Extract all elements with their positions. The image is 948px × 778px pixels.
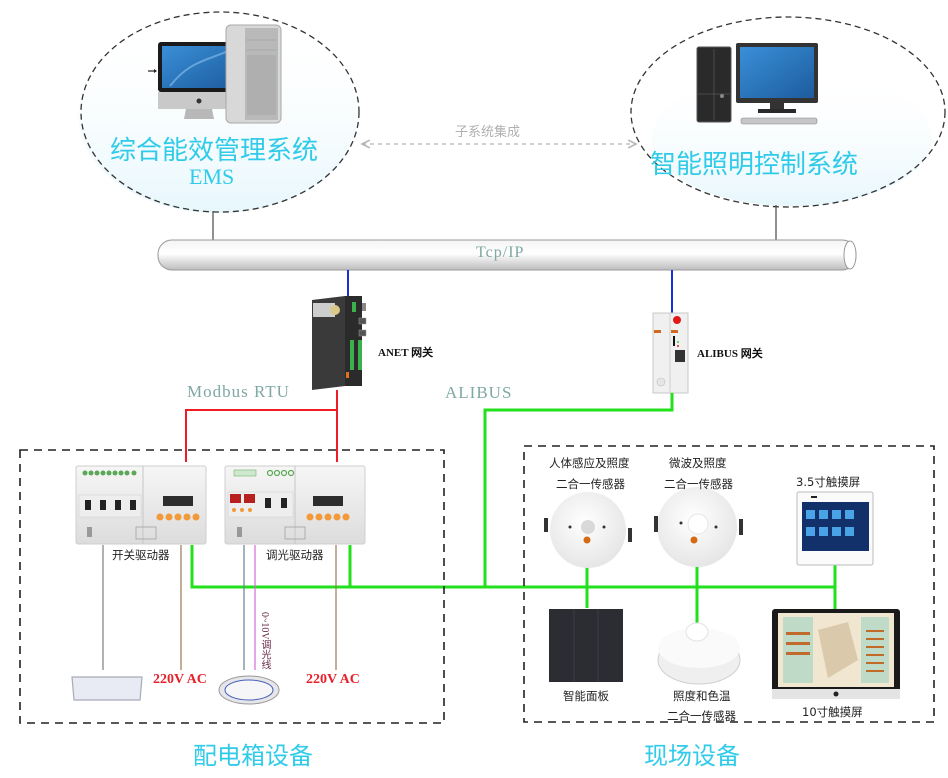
voltage-label-1: 220V AC	[153, 672, 207, 687]
alibus-bus-label: ALIBUS	[445, 383, 513, 402]
pir-sensor-device	[544, 492, 632, 568]
touchscreen-3-5-label: 3.5寸触摸屏	[796, 475, 861, 489]
field-devices-title: 现场设备	[644, 742, 740, 770]
alibus-gateway-label: ALIBUS 网关	[697, 348, 763, 360]
lighting-system-node	[630, 16, 946, 208]
dimming-wire-label: 0~10V调光线	[259, 612, 270, 670]
panel-light-icon	[71, 676, 143, 701]
distribution-box-title: 配电箱设备	[193, 742, 313, 770]
modbus-rtu-bus	[185, 390, 338, 462]
pir-sensor-label-line2: 二合一传感器	[556, 477, 625, 491]
downlight-icon	[218, 675, 280, 705]
pir-sensor-label-line1: 人体感应及照度	[549, 456, 630, 470]
alibus-bus	[190, 393, 837, 625]
anet-gateway-device	[312, 296, 367, 390]
dimming-driver-device	[224, 465, 366, 545]
anet-gateway-label: ANET 网关	[378, 347, 434, 359]
desktop-pc-icon	[696, 43, 818, 125]
microwave-sensor-label-line1: 微波及照度	[669, 456, 727, 470]
switch-driver-device	[75, 465, 207, 545]
modbus-rtu-label: Modbus RTU	[187, 382, 290, 401]
lighting-system-title: 智能照明控制系统	[650, 150, 859, 180]
touchscreen-10-label: 10寸触摸屏	[802, 705, 863, 719]
distribution-box-frame	[19, 449, 445, 724]
smart-panel-label: 智能面板	[563, 689, 609, 703]
smart-panel-device	[549, 609, 623, 682]
field-devices-frame	[523, 445, 935, 723]
switch-driver-label: 开关驱动器	[112, 548, 170, 562]
cct-sensor-label-line1: 照度和色温	[673, 689, 731, 703]
ems-system-node	[78, 11, 360, 213]
ems-system-title: 综合能效管理系统	[110, 136, 319, 166]
tcp-ip-label: Tcp/IP	[476, 244, 525, 261]
tcp-ip-backbone	[157, 239, 857, 271]
touchscreen-10-device	[772, 609, 900, 699]
cct-sensor-label-line2: 二合一传感器	[667, 709, 736, 723]
workstation-mac-icon	[148, 24, 282, 124]
ems-system-subtitle: EMS	[189, 164, 235, 189]
voltage-label-2: 220V AC	[306, 672, 360, 687]
integration-label: 子系统集成	[455, 125, 521, 140]
microwave-sensor-device	[654, 487, 743, 567]
cct-sensor-device	[657, 622, 741, 685]
touchscreen-3-5-device	[796, 491, 874, 566]
dimming-driver-label: 调光驱动器	[266, 548, 324, 562]
microwave-sensor-label-line2: 二合一传感器	[664, 477, 733, 491]
alibus-gateway-device	[652, 312, 689, 394]
